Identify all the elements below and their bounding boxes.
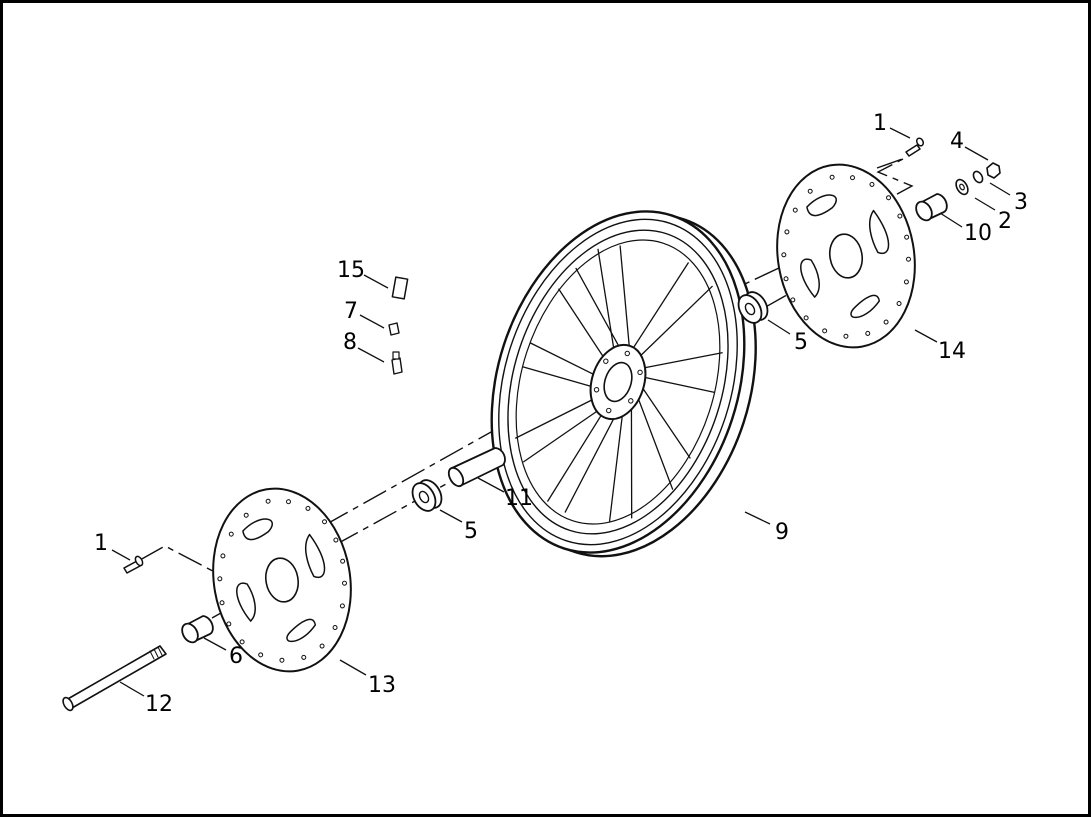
callout-labels: 1 4 3 2 10 5 14 5 11 9 1 6 13 12 15 7 8: [94, 111, 1028, 717]
callout-bolt-left: 1: [94, 531, 108, 556]
right-brake-rotor: [776, 163, 916, 349]
callout-rotor-left: 13: [368, 673, 396, 698]
callout-bearing-right: 5: [794, 330, 808, 355]
callout-rotor-right: 14: [938, 339, 966, 364]
callout-spacer-left: 6: [229, 644, 243, 669]
left-brake-rotor: [212, 487, 352, 673]
callout-leaders: [111, 127, 1011, 697]
callout-lockwasher: 3: [1014, 190, 1028, 215]
left-spacer: [181, 615, 214, 644]
right-wheel-bearing: [737, 291, 769, 324]
callout-bearing-left: 5: [464, 519, 478, 544]
valve-cap: [388, 322, 400, 336]
right-spacer: [915, 193, 948, 222]
lockwasher: [972, 170, 984, 184]
callout-valve-stem: 8: [343, 330, 357, 355]
callout-wheel: 9: [775, 520, 789, 545]
washer: [955, 178, 969, 196]
callout-sleeve: 11: [505, 486, 533, 511]
callout-nut: 4: [950, 129, 964, 154]
callout-valve-cap: 7: [344, 299, 358, 324]
rotor-bolt-top: [905, 137, 925, 157]
callout-washer: 2: [998, 209, 1012, 234]
rotor-bolt-left: [123, 555, 144, 574]
left-wheel-bearing: [411, 479, 443, 512]
callout-axle: 12: [145, 692, 173, 717]
front-axle: [62, 645, 167, 712]
callout-bolt-top: 1: [873, 111, 887, 136]
callout-weight: 15: [337, 258, 365, 283]
balance-weight: [391, 276, 409, 300]
callout-spacer-right: 10: [964, 221, 992, 246]
axle-sleeve: [447, 447, 506, 488]
axle-nut: [986, 162, 1001, 179]
valve-stem: [391, 351, 403, 375]
